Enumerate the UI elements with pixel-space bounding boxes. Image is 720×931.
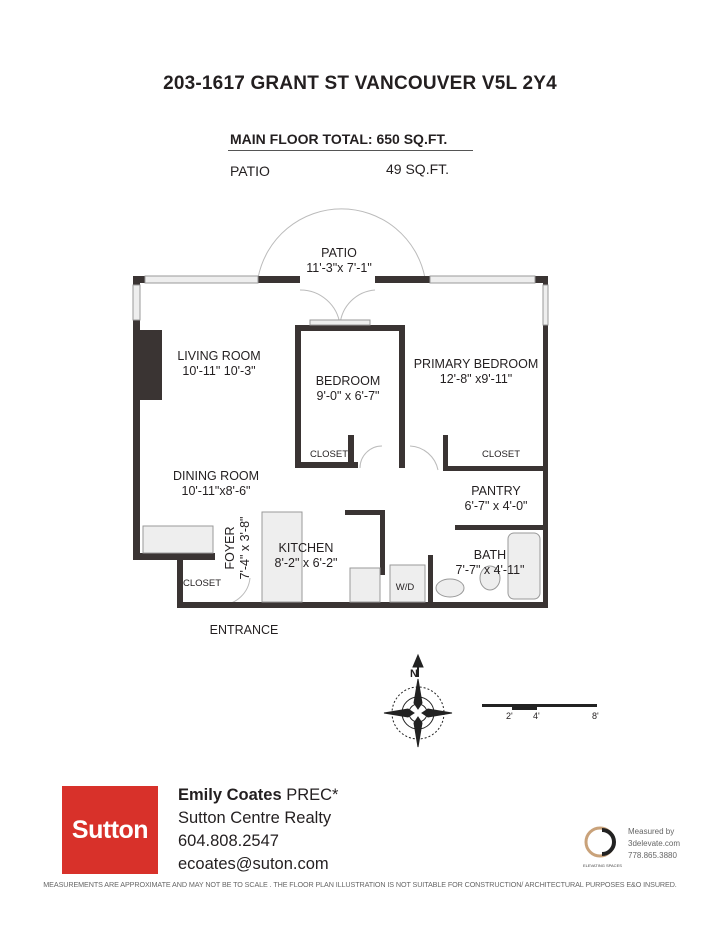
bathtub: [507, 532, 541, 600]
room-name: PRIMARY BEDROOM: [413, 357, 539, 371]
door-swing: [299, 289, 341, 326]
door-swing: [409, 445, 439, 471]
entrance-label: ENTRANCE: [209, 623, 279, 637]
patio-arc: [257, 208, 426, 279]
patio-area-label: PATIO: [230, 163, 270, 179]
room-size: 6'-7" x 4'-0": [464, 499, 528, 513]
room-name: FOYER: [223, 526, 237, 570]
agent-company: Sutton Centre Realty: [178, 809, 332, 827]
room-name: LIVING ROOM: [177, 349, 261, 363]
agent-email: ecoates@suton.com: [178, 855, 329, 873]
disclaimer: MEASUREMENTS ARE APPROXIMATE AND MAY NOT…: [43, 880, 677, 889]
door-swing: [339, 289, 376, 326]
room-name: PATIO: [321, 246, 357, 260]
scale-label: 4': [533, 711, 540, 721]
agent-name-text: Emily Coates: [178, 786, 282, 804]
toilet: [479, 565, 501, 591]
room-name: BATH: [473, 548, 507, 562]
room-size: 9'-0" x 6'-7": [316, 389, 380, 403]
elevate-logo-icon: [584, 826, 616, 858]
divider: [228, 150, 473, 151]
room-closet: CLOSET: [182, 578, 222, 589]
scale-label: 2': [506, 711, 513, 721]
scale-label: 8': [592, 711, 599, 721]
room-size: 10'-11" 10'-3": [182, 364, 256, 378]
room-size: 10'-11"x8'-6": [181, 484, 251, 498]
main-floor-total: MAIN FLOOR TOTAL: 650 SQ.FT.: [230, 131, 447, 147]
compass-rose-icon: [383, 653, 453, 748]
room-name: KITCHEN: [278, 541, 334, 555]
counter: [261, 511, 303, 603]
window: [309, 319, 371, 326]
washer-dryer: [389, 564, 426, 603]
window: [144, 275, 259, 284]
north-label: N: [410, 668, 418, 680]
agent-designation: PREC*: [286, 786, 339, 804]
room-name: PANTRY: [471, 484, 521, 498]
sink: [435, 578, 465, 598]
room-size: 12'-8" x9'-11": [439, 372, 513, 386]
agent-phone: 604.808.2547: [178, 832, 279, 850]
patio-area-value: 49 SQ.FT.: [386, 161, 450, 177]
measurer-line: Measured by: [628, 827, 675, 836]
stove: [349, 567, 381, 603]
elevate-caption: ELEVATING SPACES: [583, 863, 622, 868]
room-size: 11'-3"x 7'-1": [306, 261, 372, 275]
room-name: DINING ROOM: [172, 469, 260, 483]
main-floor-label: MAIN FLOOR TOTAL:: [230, 131, 373, 147]
room-closet: CLOSET: [481, 449, 521, 460]
room-size: 7'-4" x 3'-8": [238, 516, 252, 580]
sutton-logo: Sutton: [62, 786, 158, 874]
measurer-phone: 778.865.3880: [628, 851, 677, 860]
scale-bar: [482, 704, 597, 710]
measurer-info: Measured by 3delevate.com 778.865.3880: [628, 826, 680, 862]
agent-name: Emily Coates PREC*: [178, 784, 338, 807]
room-wd: W/D: [395, 582, 415, 593]
room-closet: CLOSET: [309, 449, 349, 460]
window: [429, 275, 536, 284]
door-swing: [359, 445, 383, 469]
room-size: 7'-7" x 4'-11": [455, 563, 525, 577]
room-name: BEDROOM: [315, 374, 381, 388]
closet-shelf: [142, 525, 214, 554]
window: [542, 284, 549, 326]
room-size: 8'-2" x 6'-2": [274, 556, 338, 570]
door-swing: [221, 577, 251, 606]
window: [132, 284, 141, 321]
main-floor-value: 650 SQ.FT.: [376, 131, 448, 147]
page-title: 203-1617 GRANT ST VANCOUVER V5L 2Y4: [163, 73, 557, 94]
measurer-website: 3delevate.com: [628, 839, 681, 848]
